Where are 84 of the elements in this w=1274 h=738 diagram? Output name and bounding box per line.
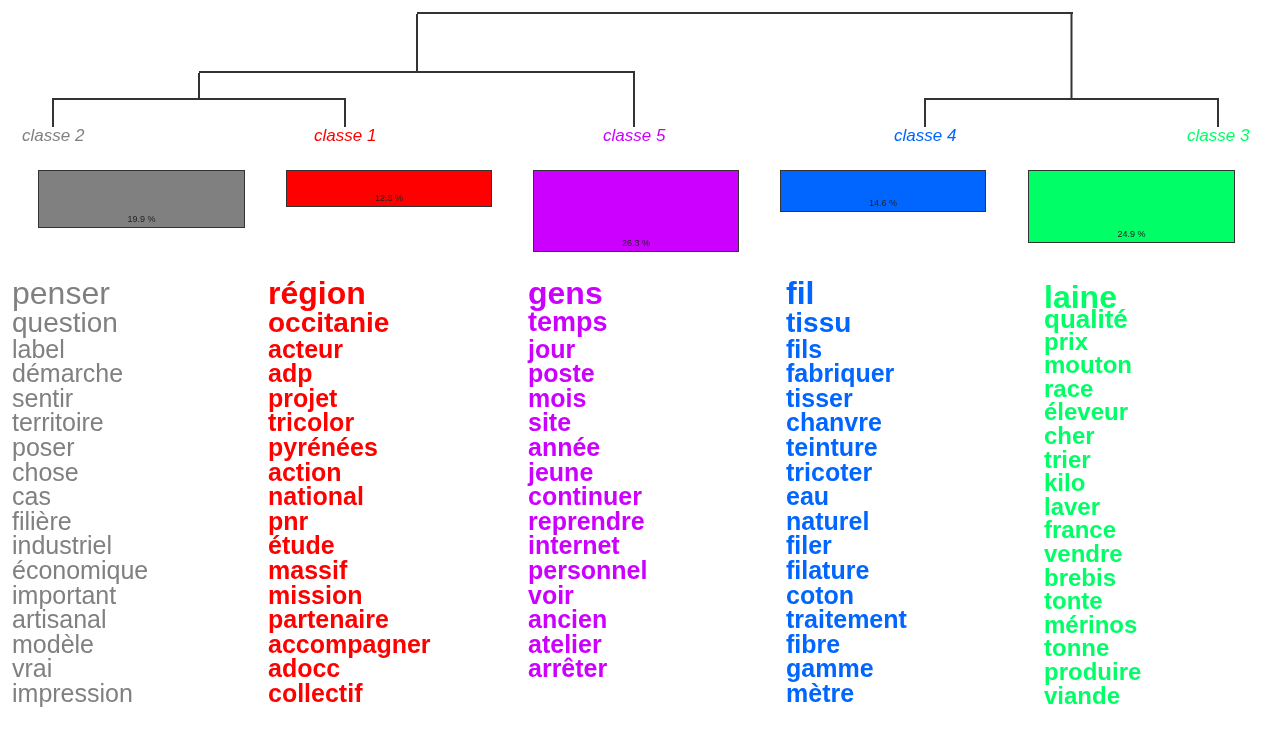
- class-word: collectif: [268, 681, 363, 706]
- class-word: race: [1044, 376, 1094, 401]
- percentage-bar: [38, 170, 245, 228]
- class-label: classe 4: [894, 126, 957, 146]
- class-word: adocc: [268, 656, 341, 682]
- class-word: mètre: [786, 681, 855, 706]
- class-word: sentir: [12, 385, 74, 411]
- class-word: poser: [12, 435, 75, 460]
- class-label: classe 1: [314, 126, 377, 146]
- class-word: territoire: [12, 410, 104, 436]
- percentage-value: 19.9 %: [127, 214, 156, 225]
- dendrogram-link: [1070, 13, 1073, 100]
- class-label: classe 2: [22, 126, 85, 146]
- class-word: vrai: [12, 656, 53, 682]
- class-word: fils: [786, 336, 823, 362]
- class-word: économique: [12, 558, 149, 583]
- class-word: acteur: [268, 336, 344, 362]
- class-word: naturel: [786, 508, 870, 534]
- percentage-value: 26.3 %: [622, 238, 650, 249]
- class-word: partenaire: [268, 607, 389, 633]
- dendrogram-link: [198, 72, 200, 100]
- class-word: tonne: [1044, 636, 1110, 661]
- class-word: ancien: [528, 607, 608, 633]
- class-word: fabriquer: [786, 361, 895, 387]
- class-word: pnr: [268, 508, 309, 534]
- class-label: classe 5: [603, 126, 666, 146]
- class-word: chanvre: [786, 410, 882, 436]
- class-word: coton: [786, 582, 855, 608]
- class-word: filature: [786, 558, 870, 583]
- class-word: jour: [528, 336, 576, 362]
- class-word: industriel: [12, 533, 113, 559]
- class-word: filière: [12, 508, 72, 534]
- class-word: site: [528, 410, 572, 436]
- percentage-bar: [533, 170, 739, 252]
- dendrogram-link: [924, 99, 926, 128]
- class-word: tissu: [786, 309, 852, 337]
- class-word: fibre: [786, 631, 841, 657]
- class-word: personnel: [528, 558, 648, 583]
- percentage-value: 14.6 %: [869, 198, 897, 209]
- class-word: année: [528, 435, 601, 460]
- class-word: tricoter: [786, 459, 873, 485]
- percentage-value: 24.9 %: [1117, 229, 1146, 240]
- percentage-value: 12.3 %: [375, 193, 403, 204]
- class-word: mission: [268, 582, 363, 608]
- dendrogram-link: [633, 72, 635, 128]
- percentage-bar: [286, 170, 492, 207]
- class-word: france: [1044, 518, 1117, 543]
- percentage-bar: [780, 170, 986, 212]
- percentage-bar: [1028, 170, 1235, 243]
- class-word: impression: [12, 681, 133, 706]
- class-word: important: [12, 582, 117, 608]
- class-word: cas: [12, 484, 51, 510]
- class-word: national: [268, 484, 364, 510]
- class-word: vendre: [1044, 542, 1123, 566]
- dendrogram-link: [1217, 99, 1219, 128]
- class-word: traitement: [786, 607, 907, 633]
- class-word: penser: [12, 277, 110, 309]
- class-word: jeune: [528, 459, 594, 485]
- class-word: trier: [1044, 447, 1091, 472]
- class-word: éleveur: [1044, 400, 1129, 425]
- class-word: massif: [268, 558, 348, 583]
- class-word: arrêter: [528, 656, 608, 682]
- class-word: pyrénées: [268, 435, 378, 460]
- class-word: région: [268, 277, 366, 309]
- class-word: filer: [786, 533, 832, 559]
- class-word: modèle: [12, 631, 94, 657]
- class-word: adp: [268, 361, 313, 387]
- dendrogram-link: [344, 99, 346, 128]
- class-word: tonte: [1044, 589, 1103, 614]
- dendrogram-link: [52, 99, 54, 128]
- class-word: fil: [786, 277, 815, 309]
- class-word: kilo: [1044, 471, 1086, 496]
- class-word: mérinos: [1044, 612, 1138, 637]
- class-word: démarche: [12, 361, 124, 387]
- class-word: teinture: [786, 435, 878, 460]
- class-word: eau: [786, 484, 830, 510]
- class-word: laver: [1044, 494, 1101, 519]
- class-word: atelier: [528, 631, 602, 657]
- class-word: brebis: [1044, 565, 1117, 590]
- class-word: reprendre: [528, 508, 645, 534]
- class-word: gamme: [786, 656, 874, 682]
- class-word: cher: [1044, 424, 1095, 448]
- class-label: classe 3: [1187, 126, 1250, 146]
- dendrogram-link: [416, 13, 418, 73]
